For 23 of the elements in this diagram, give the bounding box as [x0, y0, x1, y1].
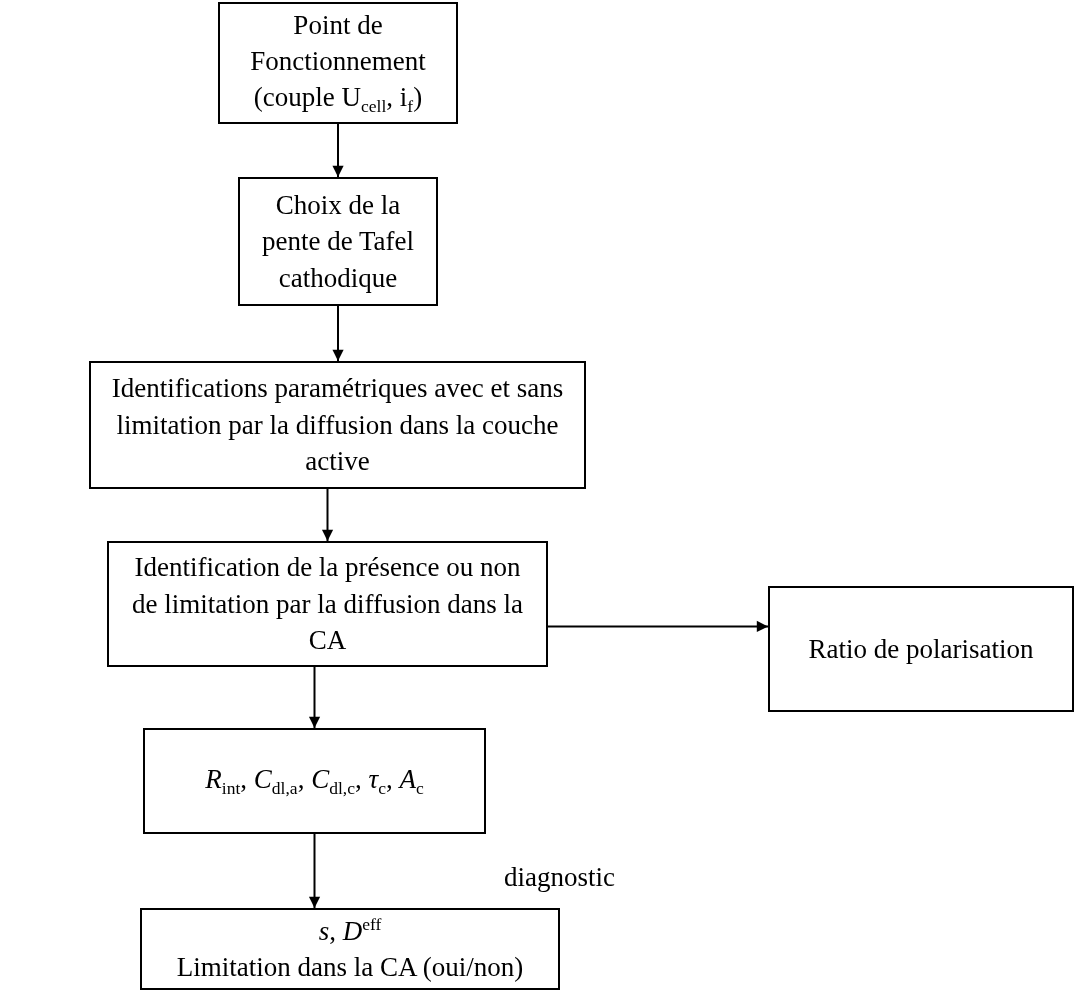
process-box: [89, 361, 586, 489]
box-text: (couple U$_{cell}$, i$_{f}$): [253, 81, 423, 119]
process-box: [218, 2, 458, 124]
box-text: Choix de la pente de Tafel cathodique: [260, 188, 415, 295]
box-text: Identification de la présence ou non de limitation par la diffusion dans la CA: [131, 551, 524, 658]
box-text: Limitation dans la CA (oui/non): [176, 951, 524, 984]
box-text: R$_{int}$, C$_{dl,a}$, C$_{dl,c}$, τ$_{c}$, A$_{c}$: [205, 762, 424, 801]
arrow: [332, 305, 344, 362]
box-text: Point de Fonctionnement: [249, 8, 427, 78]
arrow: [332, 123, 344, 178]
arrow: [547, 620, 769, 633]
box-text: Identifications paramétriques avec et sans limitation par la diffusion dans la couche active: [110, 372, 565, 479]
arrow: [308, 833, 321, 909]
box-text: s, D$^{eff}$: [318, 912, 382, 948]
note-text: diagnostic: [504, 862, 615, 893]
process-box: [768, 586, 1074, 712]
process-box: [238, 177, 438, 306]
arrow: [308, 666, 321, 729]
process-box: [107, 541, 548, 667]
process-box: [143, 728, 486, 834]
box-text: Ratio de polarisation: [808, 632, 1034, 666]
process-box: [140, 908, 560, 990]
arrow: [321, 488, 334, 542]
